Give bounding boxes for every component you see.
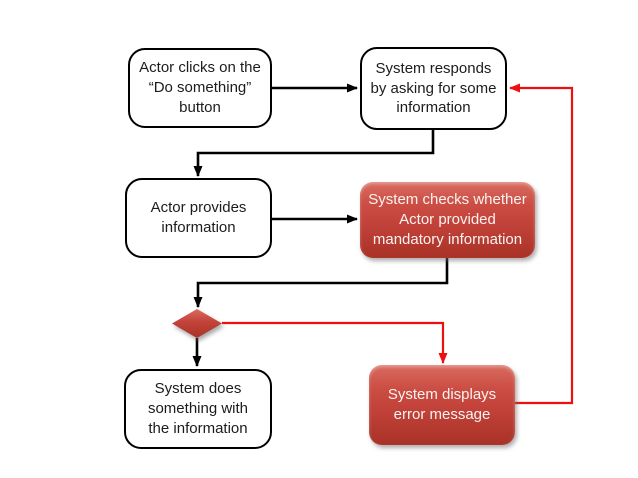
edge-error-to-responds [509, 83, 574, 405]
edge-responds-to-provides [193, 130, 435, 177]
node-system-responds: System responds by asking for some infor… [360, 47, 507, 130]
edge-decision-to-error [222, 321, 448, 364]
node-system-displays-error: System displays error message [369, 365, 515, 445]
node-system-checks: System checks whether Actor provided man… [360, 182, 535, 258]
node-system-does: System does something with the informati… [124, 369, 272, 449]
edge-checks-to-decision [193, 258, 449, 308]
node-actor-provides: Actor provides information [125, 178, 272, 258]
decision-diamond [172, 309, 222, 338]
node-actor-clicks: Actor clicks on the “Do something” butto… [128, 48, 272, 128]
